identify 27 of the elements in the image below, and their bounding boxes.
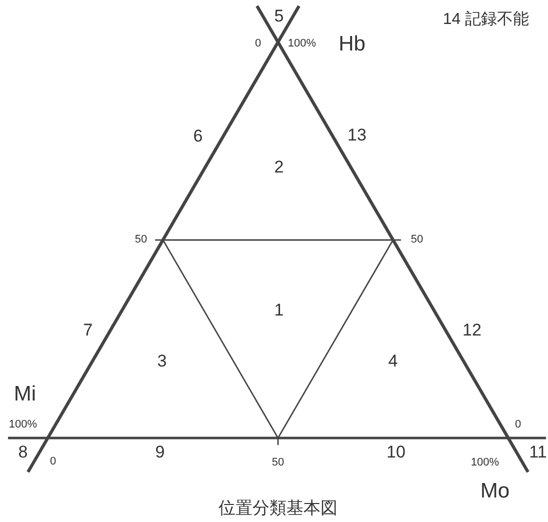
axis-value: 100% (288, 38, 316, 50)
region-number: 4 (388, 352, 398, 370)
axis-value: 50 (410, 234, 424, 246)
axis-value: 100% (8, 420, 38, 430)
caption: 位置分類基本図 (218, 500, 338, 516)
axis-value: 0 (514, 420, 522, 430)
region-number: 12 (462, 322, 482, 338)
region-number: 2 (274, 158, 284, 176)
region-number: 13 (348, 126, 366, 144)
region-number: 3 (157, 352, 167, 370)
note: 14 記録不能 (442, 12, 530, 28)
axis-value: 0 (50, 456, 56, 468)
axis-label: Mo (480, 480, 510, 502)
axis-value: 0 (254, 38, 262, 50)
axis-value: 50 (272, 458, 284, 468)
region-number: 8 (18, 444, 28, 460)
region-number: 5 (274, 8, 284, 24)
region-number: 9 (155, 444, 165, 460)
region-number: 11 (529, 444, 547, 460)
axis-value: 50 (134, 234, 148, 246)
region-number: 6 (193, 128, 203, 144)
region-number: 1 (274, 302, 284, 318)
axis-label: Hb (338, 34, 366, 54)
axis-value: 100% (470, 458, 500, 468)
axis-label: Mi (14, 384, 36, 404)
region-number: 10 (386, 444, 406, 460)
region-number: 7 (83, 322, 93, 338)
